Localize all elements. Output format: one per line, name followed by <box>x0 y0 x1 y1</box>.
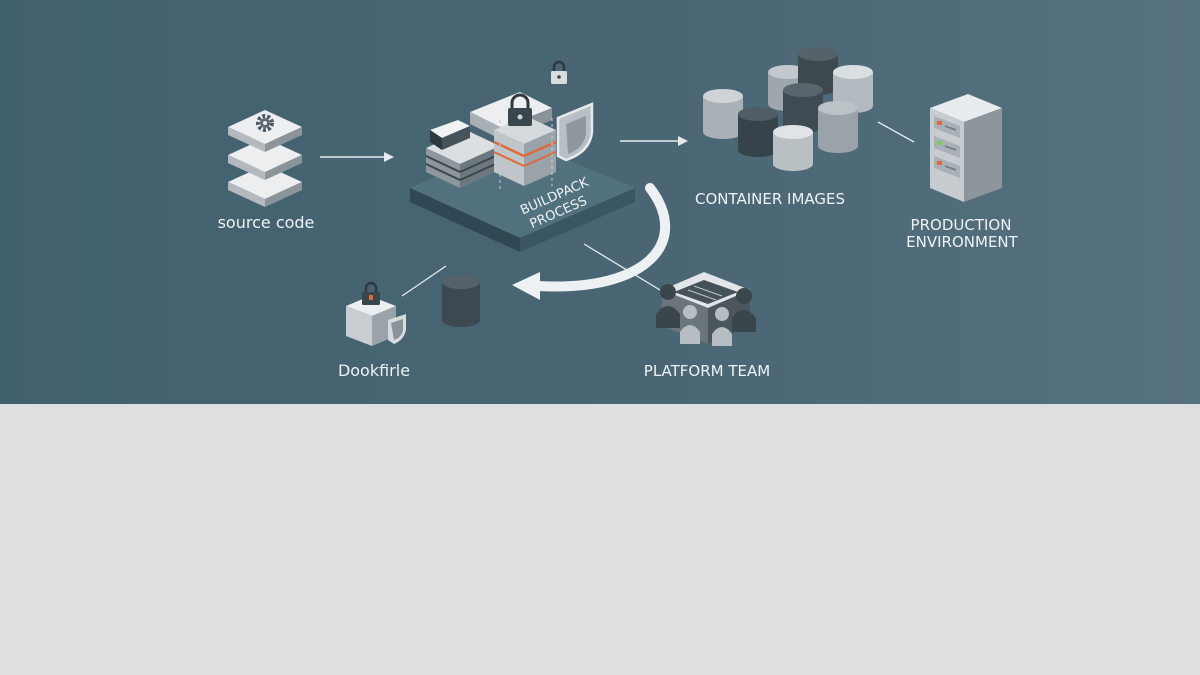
container-images-label: CONTAINER IMAGES <box>695 190 845 208</box>
database-icon <box>703 89 743 139</box>
source-code-icon <box>228 110 302 207</box>
padlock-icon <box>551 60 567 84</box>
database-icon <box>738 107 778 157</box>
connector-dockerfile-to-buildpack <box>401 265 447 297</box>
empty-lower-area <box>0 404 1200 675</box>
dockerfile-label: Dookfirle <box>338 361 410 380</box>
buildpack-diagram: source code BUILDPACK PROCESS <box>218 47 1019 380</box>
buildpack-process-icon: BUILDPACK PROCESS <box>410 60 635 252</box>
team-icon <box>656 272 756 346</box>
padlock-icon <box>362 281 380 305</box>
platform-team-label: PLATFORM TEAM <box>644 362 770 380</box>
gear-icon <box>256 114 274 132</box>
container-images-icon <box>703 47 873 171</box>
connector-buildpack-to-platform-team <box>583 243 661 291</box>
server-rack-icon <box>930 94 1002 202</box>
database-icon <box>773 125 813 171</box>
production-label-line1: PRODUCTION <box>911 216 1012 234</box>
padlock-icon <box>508 93 532 126</box>
database-icon <box>818 101 858 153</box>
shield-icon <box>556 102 594 162</box>
cycle-arrow-icon <box>512 183 671 300</box>
production-label-line2: ENVIRONMENT <box>906 233 1018 251</box>
source-code-label: source code <box>218 213 315 232</box>
database-icon <box>783 83 823 133</box>
dockerfile-icon <box>346 281 406 346</box>
database-icon <box>442 275 480 327</box>
shield-icon <box>388 314 406 344</box>
connector-images-to-production <box>877 121 915 143</box>
